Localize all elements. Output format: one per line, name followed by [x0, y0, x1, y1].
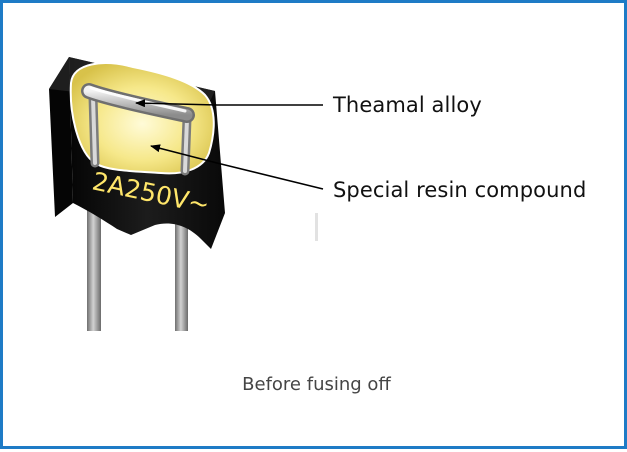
left-lead: [87, 183, 101, 331]
callout-label-thermal-alloy: Theamal alloy: [333, 93, 482, 117]
right-lead: [175, 223, 188, 331]
callout-label-resin-compound: Special resin compound: [333, 178, 587, 202]
divider-tick: [315, 213, 318, 241]
fuse-body-side: [49, 57, 73, 217]
caption: Before fusing off: [242, 374, 391, 395]
callout-arrow-resin: [150, 144, 324, 190]
thermal-fuse-illustration: 2A250V~: [49, 57, 324, 331]
callout-arrow-alloy: [135, 99, 323, 108]
